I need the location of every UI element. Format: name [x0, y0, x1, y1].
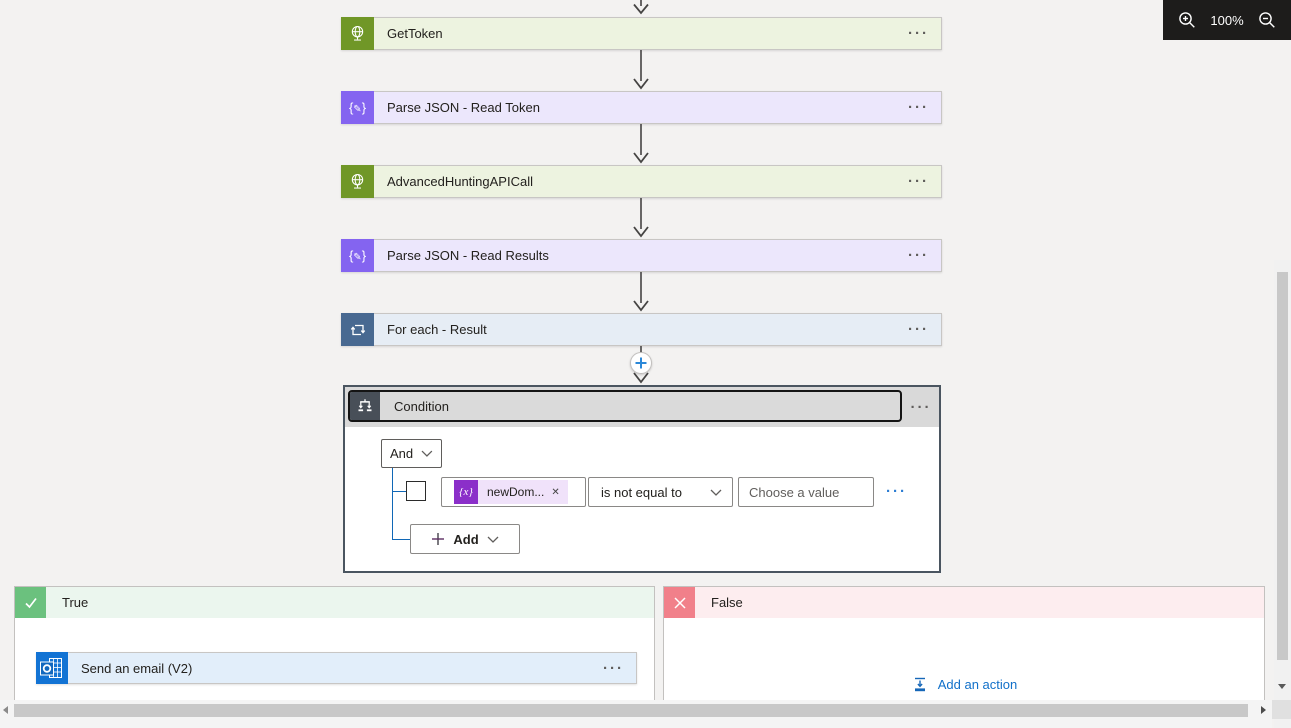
group-operator-dropdown[interactable]: And — [381, 439, 442, 468]
condition-builder: And {x} newDom... ✕ is not equal to — [345, 427, 939, 571]
action-title: Parse JSON - Read Token — [387, 100, 540, 115]
action-title: AdvancedHuntingAPICall — [387, 174, 533, 189]
zoom-controls-bar: 100% — [1163, 0, 1291, 40]
condition-tree-line — [392, 491, 406, 492]
foreach-loop-icon — [341, 313, 374, 346]
action-menu-button[interactable]: ··· — [908, 321, 929, 338]
add-button-label: Add — [453, 531, 479, 547]
action-title: For each - Result — [387, 322, 487, 337]
flow-connector-arrow — [633, 0, 649, 15]
scrollbar-corner — [1272, 700, 1291, 719]
condition-row-menu-button[interactable]: ··· — [886, 483, 907, 500]
scroll-right-arrow-icon[interactable] — [1261, 706, 1266, 714]
false-branch-header: False — [664, 587, 1264, 618]
action-advancedhuntingapicall[interactable]: AdvancedHuntingAPICall ··· — [341, 165, 942, 198]
action-title: GetToken — [387, 26, 443, 41]
condition-tree-line — [392, 539, 410, 540]
add-condition-button[interactable]: Add — [410, 524, 520, 554]
zoom-out-magnifier-icon[interactable] — [1256, 9, 1278, 31]
add-action-icon — [914, 677, 925, 692]
token-label: newDom... — [487, 485, 545, 499]
add-an-action-link[interactable]: Add an action — [664, 675, 1264, 693]
condition-menu-button[interactable]: ··· — [910, 398, 932, 416]
braces-pencil-icon: {✎} — [341, 91, 374, 124]
outlook-icon — [36, 652, 68, 684]
action-parse-json-read-results[interactable]: {✎} Parse JSON - Read Results ··· — [341, 239, 942, 272]
scroll-left-arrow-icon[interactable] — [3, 706, 8, 714]
chevron-down-icon — [487, 536, 499, 543]
condition-header-strip: Condition ··· — [345, 387, 939, 427]
group-operator-value: And — [390, 446, 414, 461]
action-title: Send an email (V2) — [81, 660, 193, 676]
insert-step-plus-icon[interactable] — [630, 352, 652, 374]
check-icon — [15, 587, 46, 618]
action-for-each-result[interactable]: For each - Result ··· — [341, 313, 942, 346]
condition-row-checkbox[interactable] — [406, 481, 426, 501]
flow-connector-arrow — [633, 50, 649, 90]
globe-icon — [341, 165, 374, 198]
vertical-scrollbar[interactable] — [1274, 260, 1291, 728]
flow-connector-arrow — [633, 124, 649, 164]
action-menu-button[interactable]: ··· — [908, 25, 929, 42]
add-action-label: Add an action — [937, 676, 1018, 692]
true-branch-header: True — [15, 587, 654, 618]
condition-operand1-field[interactable]: {x} newDom... ✕ — [441, 477, 586, 507]
action-gettoken[interactable]: GetToken ··· — [341, 17, 942, 50]
condition-title: Condition — [394, 398, 449, 414]
horizontal-scrollbar[interactable] — [0, 700, 1272, 728]
action-menu-button[interactable]: ··· — [603, 659, 624, 677]
braces-pencil-icon: {✎} — [341, 239, 374, 272]
value-placeholder: Choose a value — [749, 484, 840, 500]
action-parse-json-read-token[interactable]: {✎} Parse JSON - Read Token ··· — [341, 91, 942, 124]
chevron-down-icon — [710, 489, 722, 496]
flow-connector-arrow — [633, 198, 649, 238]
flow-connector-arrow — [633, 272, 649, 312]
true-branch-label: True — [62, 595, 89, 610]
zoom-in-magnifier-icon[interactable] — [1176, 9, 1198, 31]
action-menu-button[interactable]: ··· — [908, 173, 929, 190]
action-send-an-email[interactable]: Send an email (V2) ··· — [36, 652, 637, 684]
condition-card: Condition ··· And {x} newDom... ✕ — [343, 385, 941, 573]
chevron-down-icon — [421, 450, 433, 457]
condition-header[interactable]: Condition — [348, 390, 902, 422]
vertical-scrollbar-thumb[interactable] — [1277, 272, 1288, 660]
action-menu-button[interactable]: ··· — [908, 99, 929, 116]
dynamic-content-token[interactable]: {x} newDom... ✕ — [454, 480, 568, 504]
x-icon — [664, 587, 695, 618]
false-branch-label: False — [711, 595, 743, 610]
horizontal-scrollbar-thumb[interactable] — [14, 704, 1248, 717]
scroll-down-arrow-icon[interactable] — [1278, 684, 1286, 689]
condition-value-input[interactable]: Choose a value — [738, 477, 874, 507]
zoom-level-label: 100% — [1210, 12, 1244, 28]
action-title: Parse JSON - Read Results — [387, 248, 549, 263]
branch-icon — [350, 392, 380, 420]
action-menu-button[interactable]: ··· — [908, 247, 929, 264]
globe-icon — [341, 17, 374, 50]
condition-operator-dropdown[interactable]: is not equal to — [588, 477, 733, 507]
condition-tree-line — [392, 468, 393, 539]
token-remove-icon[interactable]: ✕ — [551, 486, 560, 498]
operator-value: is not equal to — [601, 484, 682, 500]
plus-icon — [432, 533, 445, 545]
expression-badge: {x} — [454, 480, 478, 504]
